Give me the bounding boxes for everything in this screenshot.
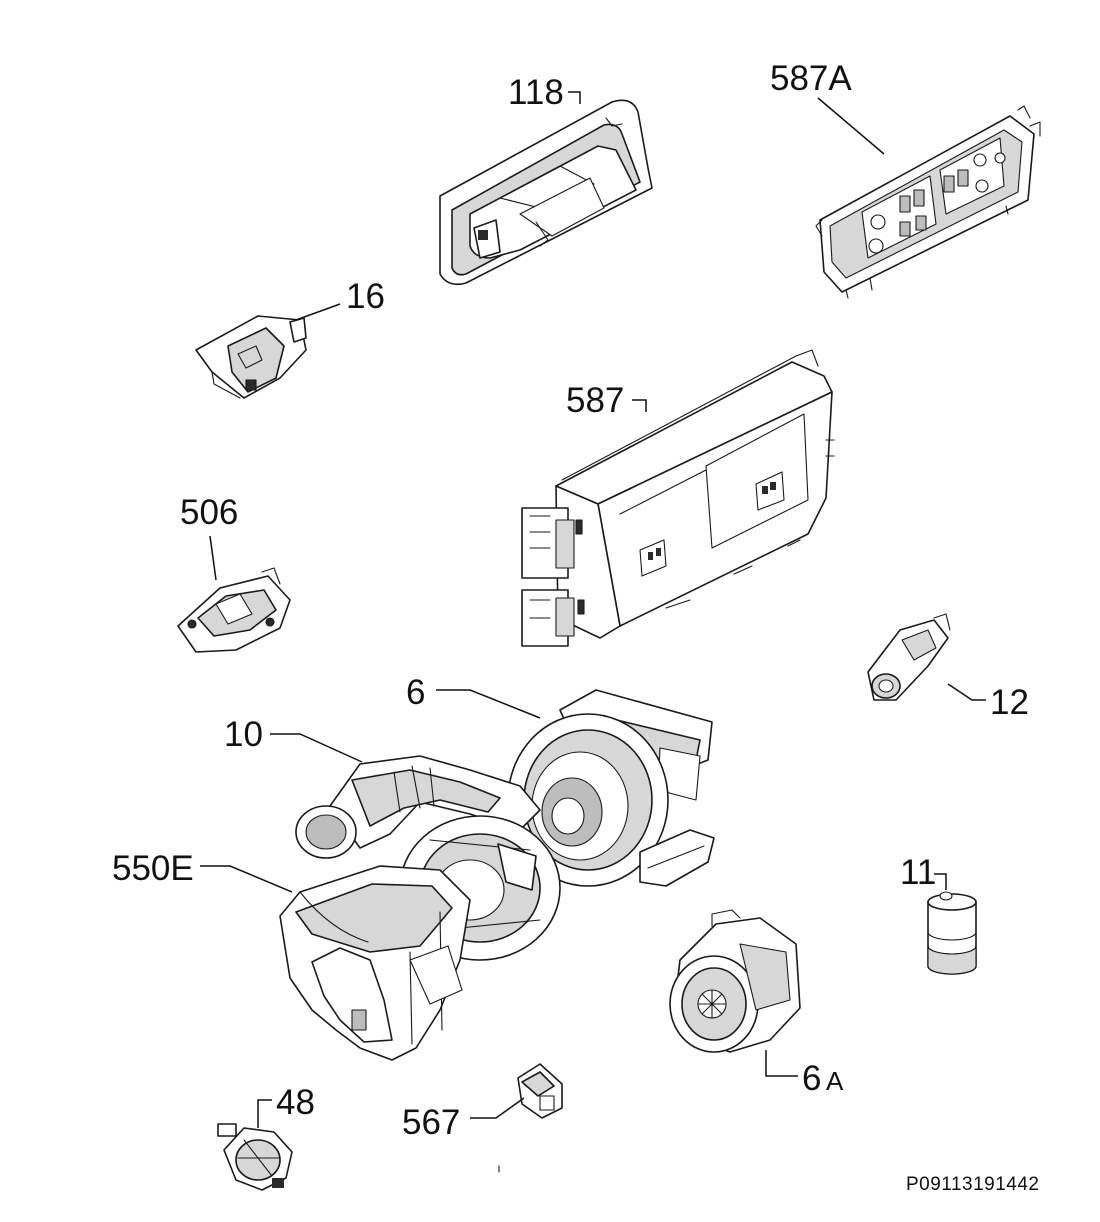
part-48-drawing: [217, 1123, 293, 1191]
callout-567: 567: [402, 1103, 460, 1142]
part-12-drawing: [867, 613, 951, 701]
callout-587A: 587A: [770, 59, 852, 98]
callout-118: 118: [508, 73, 564, 112]
part-11-drawing: [927, 891, 977, 975]
part-567-drawing: [517, 1063, 563, 1119]
part-550E-drawing: [279, 815, 561, 1061]
leader-16: [295, 303, 341, 321]
leader-506: [209, 535, 217, 581]
leader-48: [257, 1099, 272, 1128]
part-6-drawing: [507, 689, 715, 887]
part-10-drawing: [295, 755, 541, 859]
leader-118: [568, 91, 581, 104]
leader-587A: [817, 97, 885, 155]
callout-550E: 550E: [112, 849, 194, 888]
callout-6A-suffix: A: [826, 1066, 844, 1096]
part-6A-drawing: [669, 909, 801, 1053]
callout-16: 16: [346, 277, 385, 316]
part-506-drawing: [177, 567, 291, 653]
leader-10: [270, 733, 363, 763]
leader-567: [470, 1097, 525, 1119]
callout-6: 6: [406, 673, 425, 712]
callout-6A-number: 6: [802, 1059, 821, 1098]
leader-550E: [200, 865, 293, 893]
callout-587: 587: [566, 381, 624, 420]
leader-6: [436, 689, 541, 719]
part-587A-drawing: [815, 105, 1041, 299]
callout-506: 506: [180, 493, 238, 532]
leader-11: [934, 873, 947, 890]
part-587-drawing: [521, 349, 835, 647]
leader-12: [947, 683, 986, 701]
part-118-drawing: [439, 99, 653, 286]
leader-6A: [765, 1050, 798, 1077]
callout-12: 12: [990, 683, 1029, 722]
callout-10: 10: [224, 715, 263, 754]
callout-48: 48: [276, 1083, 315, 1122]
callout-11: 11: [900, 853, 936, 892]
part-16-drawing: [195, 315, 307, 399]
leader-lines: [200, 91, 986, 1128]
drawing-code: P09113191442: [906, 1174, 1040, 1195]
leader-587: [632, 399, 647, 412]
